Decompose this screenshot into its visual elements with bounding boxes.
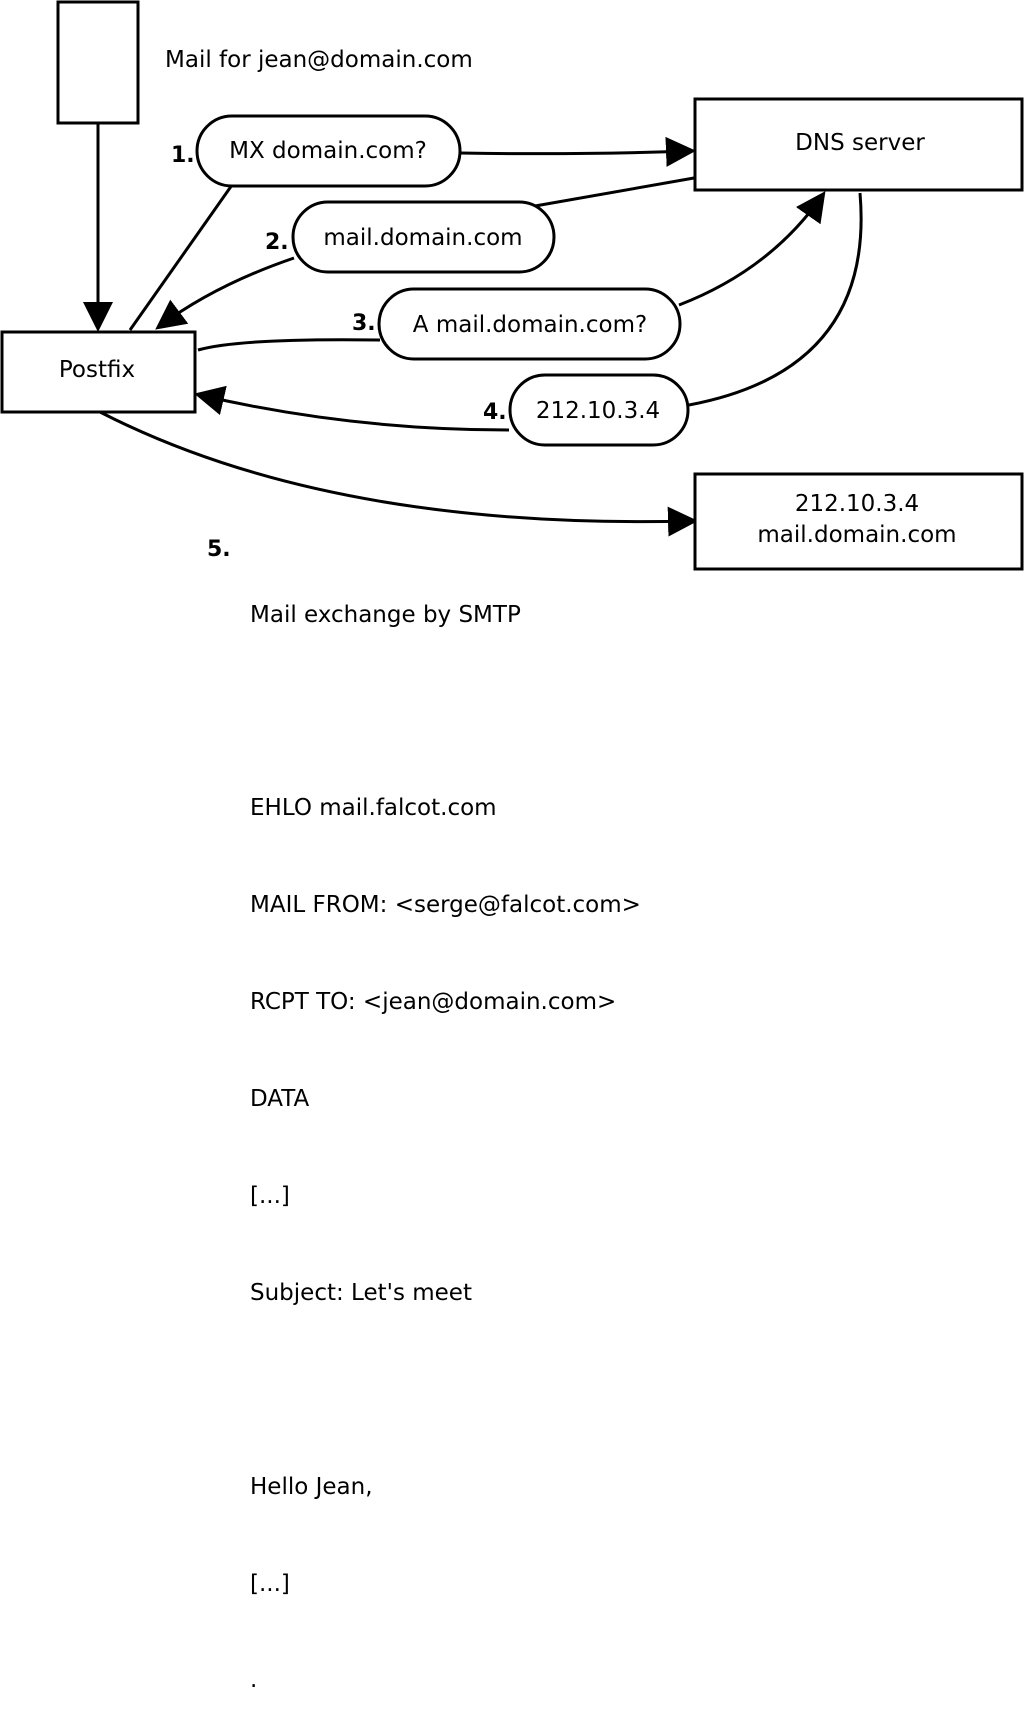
smtp-line: [...] <box>250 1570 290 1597</box>
step-1-number: 1. <box>171 143 195 168</box>
smtp-line: DATA <box>250 1086 310 1113</box>
mx-host-box <box>693 472 1024 571</box>
smtp-title: Mail exchange by SMTP <box>250 601 521 628</box>
dns-to-mx-answer-line <box>534 176 695 208</box>
smtp-line: RCPT TO: <jean@domain.com> <box>250 989 617 1016</box>
smtp-line <box>250 1374 641 1406</box>
a-query-to-dns-arrow <box>678 191 826 307</box>
step-4-number: 4. <box>483 400 507 425</box>
a-answer-pill <box>508 373 690 447</box>
smtp-line: Subject: Let's meet <box>250 1279 472 1306</box>
postfix-to-a-query-line <box>197 338 381 352</box>
step-3-number: 3. <box>352 311 376 336</box>
mx-host-ip: 212.10.3.4 <box>795 491 919 517</box>
smtp-line: MAIL FROM: <serge@falcot.com> <box>250 892 641 919</box>
smtp-line <box>250 695 641 727</box>
smtp-line: . <box>250 1667 258 1694</box>
postfix-box <box>0 330 197 414</box>
step-5-number: 5. <box>207 537 231 562</box>
postfix-to-mx-host-arrow <box>99 410 698 537</box>
mail-flow-diagram: Mail for jean@domain.com DNS server Post… <box>0 0 1024 571</box>
smtp-transcript: Mail exchange by SMTP EHLO mail.falcot.c… <box>250 534 641 1729</box>
mail-message-box <box>56 0 140 125</box>
dns-to-a-answer-line <box>688 192 863 407</box>
mx-query-to-dns-arrow <box>459 136 696 167</box>
dns-server-label: DNS server <box>795 130 925 156</box>
step-2-number: 2. <box>265 230 289 255</box>
step-1-label: MX domain.com? <box>229 138 427 164</box>
step-3-label: A mail.domain.com? <box>413 312 647 338</box>
mx-host-name: mail.domain.com <box>757 522 956 548</box>
mx-query-pill <box>195 114 462 188</box>
mail-note: Mail for jean@domain.com <box>165 47 473 73</box>
mx-answer-to-postfix-arrow <box>155 256 295 330</box>
smtp-line: Hello Jean, <box>250 1473 373 1500</box>
step-4-label: 212.10.3.4 <box>536 398 660 424</box>
smtp-line: [...] <box>250 1182 290 1209</box>
a-answer-to-postfix-arrow <box>194 385 510 432</box>
step-2-label: mail.domain.com <box>323 225 522 251</box>
dns-server-box <box>693 97 1024 192</box>
postfix-label: Postfix <box>59 357 135 383</box>
a-query-pill <box>377 287 682 361</box>
postfix-to-mx-query-line <box>128 184 234 331</box>
mx-answer-pill <box>291 200 556 274</box>
smtp-line: EHLO mail.falcot.com <box>250 795 497 822</box>
